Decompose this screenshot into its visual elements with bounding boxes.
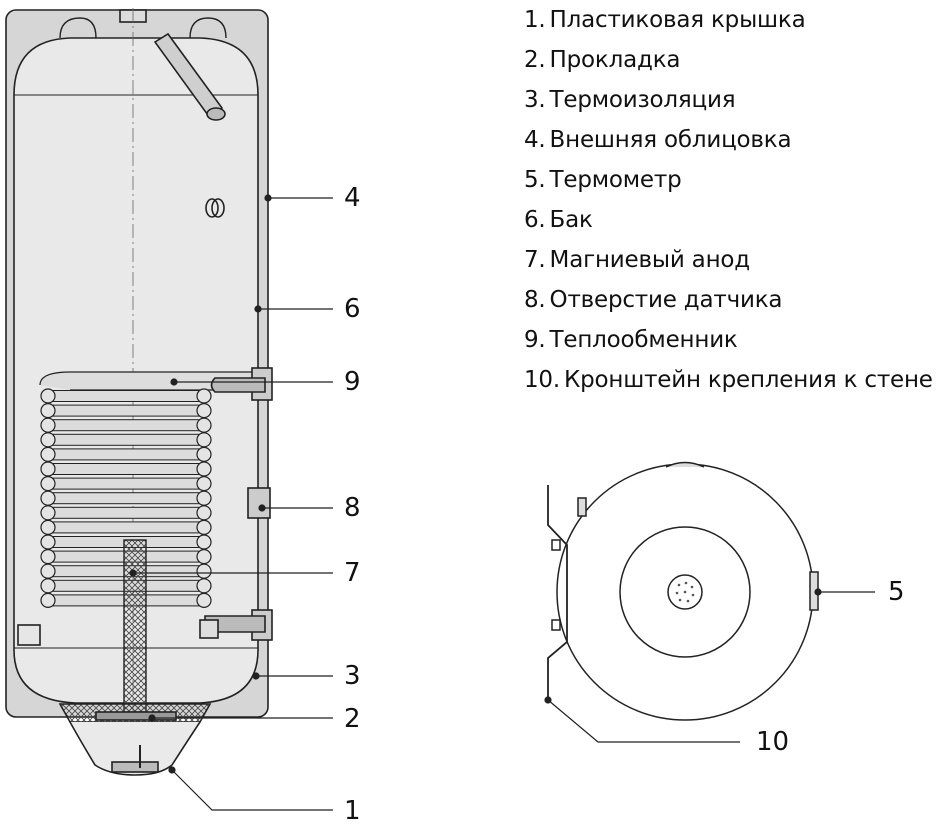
legend-item: 6.Бак <box>524 200 933 240</box>
callout-5: 5 <box>888 577 905 607</box>
legend-item: 9.Теплообменник <box>524 320 933 360</box>
top-view-inner-circle <box>619 526 751 658</box>
boiler-side-view <box>5 8 273 776</box>
callout-2: 2 <box>344 704 361 734</box>
legend-text: Пластиковая крышка <box>549 7 806 33</box>
legend-number: 5. <box>524 167 546 193</box>
legend-text: Кронштейн крепления к стене <box>563 367 933 393</box>
legend-number: 8. <box>524 287 546 313</box>
callout-1: 1 <box>344 796 361 826</box>
legend-text: Бак <box>549 207 593 233</box>
legend-text: Прокладка <box>549 47 681 73</box>
legend-item: 4.Внешняя облицовка <box>524 120 933 160</box>
thermometer-pipe <box>153 32 224 120</box>
legend-number: 3. <box>524 87 546 113</box>
legend-item: 8.Отверстие датчика <box>524 280 933 320</box>
boiler-top-view <box>547 461 819 721</box>
top-view-center-flange <box>667 574 703 610</box>
legend-item: 5.Термометр <box>524 160 933 200</box>
magnesium-anode <box>123 539 147 713</box>
parts-legend: 1.Пластиковая крышка 2.Прокладка 3.Термо… <box>524 0 933 400</box>
callout-8: 8 <box>344 493 361 523</box>
legend-text: Отверстие датчика <box>549 287 783 313</box>
legend-number: 2. <box>524 47 546 73</box>
callout-9: 9 <box>344 367 361 397</box>
callout-10: 10 <box>756 727 790 757</box>
legend-text: Термоизоляция <box>549 87 736 113</box>
legend-item: 10.Кронштейн крепления к стене <box>524 360 933 400</box>
legend-text: Внешняя облицовка <box>549 127 792 153</box>
wall-bracket <box>547 485 568 700</box>
legend-text: Термометр <box>549 167 682 193</box>
callout-3: 3 <box>344 661 361 691</box>
legend-item: 2.Прокладка <box>524 40 933 80</box>
legend-number: 7. <box>524 247 546 273</box>
callout-6: 6 <box>344 294 361 324</box>
legend-number: 6. <box>524 207 546 233</box>
callout-4: 4 <box>344 183 361 213</box>
legend-number: 10. <box>524 367 560 393</box>
legend-number: 1. <box>524 7 546 33</box>
callout-7: 7 <box>344 558 361 588</box>
plastic-cover <box>69 721 201 776</box>
legend-number: 4. <box>524 127 546 153</box>
legend-number: 9. <box>524 327 546 353</box>
leader-lines <box>129 194 875 811</box>
legend-item: 1.Пластиковая крышка <box>524 0 933 40</box>
legend-item: 7.Магниевый анод <box>524 240 933 280</box>
legend-text: Магниевый анод <box>549 247 751 273</box>
legend-item: 3.Термоизоляция <box>524 80 933 120</box>
legend-text: Теплообменник <box>549 327 738 353</box>
